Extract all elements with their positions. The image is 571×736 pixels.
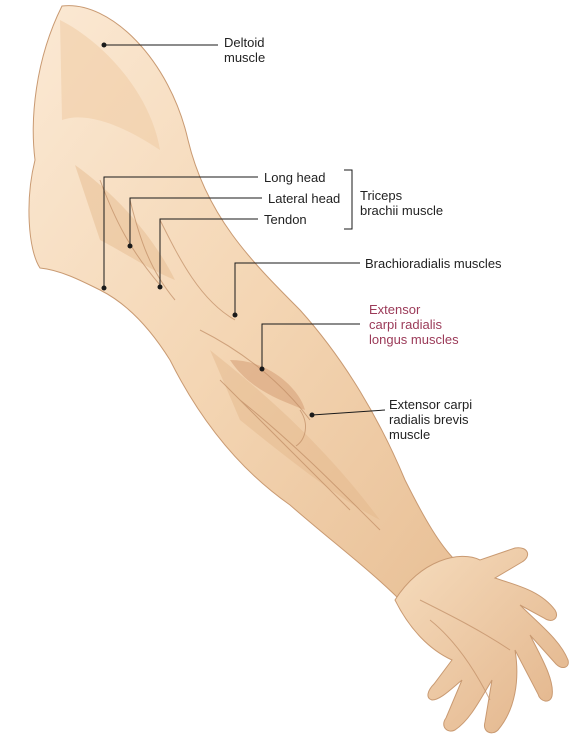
dot-ecrb — [310, 413, 315, 418]
label-triceps: Triceps brachii muscle — [360, 188, 443, 218]
label-ecrl-line2: carpi radialis — [369, 317, 459, 332]
dot-ecrl — [260, 367, 265, 372]
label-long-head: Long head — [264, 170, 325, 185]
label-ecrl-line3: longus muscles — [369, 332, 459, 347]
bracket-triceps — [344, 170, 352, 229]
label-lateral-head: Lateral head — [268, 191, 340, 206]
label-tendon: Tendon — [264, 212, 307, 227]
label-ecrb-line2: radialis brevis — [389, 412, 472, 427]
label-ecrl: Extensor carpi radialis longus muscles — [369, 302, 459, 347]
label-ecrb-line1: Extensor carpi — [389, 397, 472, 412]
label-deltoid-line2: muscle — [224, 50, 265, 65]
label-deltoid: Deltoid muscle — [224, 35, 265, 65]
label-triceps-line1: Triceps — [360, 188, 443, 203]
hand-shape — [395, 548, 568, 733]
dot-brachioradialis — [233, 313, 238, 318]
dot-lateral-head — [128, 244, 133, 249]
dot-tendon — [158, 285, 163, 290]
label-ecrb-line3: muscle — [389, 427, 472, 442]
label-ecrb: Extensor carpi radialis brevis muscle — [389, 397, 472, 442]
label-brachioradialis: Brachioradialis muscles — [365, 256, 502, 271]
label-ecrl-line1: Extensor — [369, 302, 459, 317]
label-triceps-line2: brachii muscle — [360, 203, 443, 218]
label-deltoid-line1: Deltoid — [224, 35, 265, 50]
dot-deltoid — [102, 43, 107, 48]
dot-long-head — [102, 286, 107, 291]
